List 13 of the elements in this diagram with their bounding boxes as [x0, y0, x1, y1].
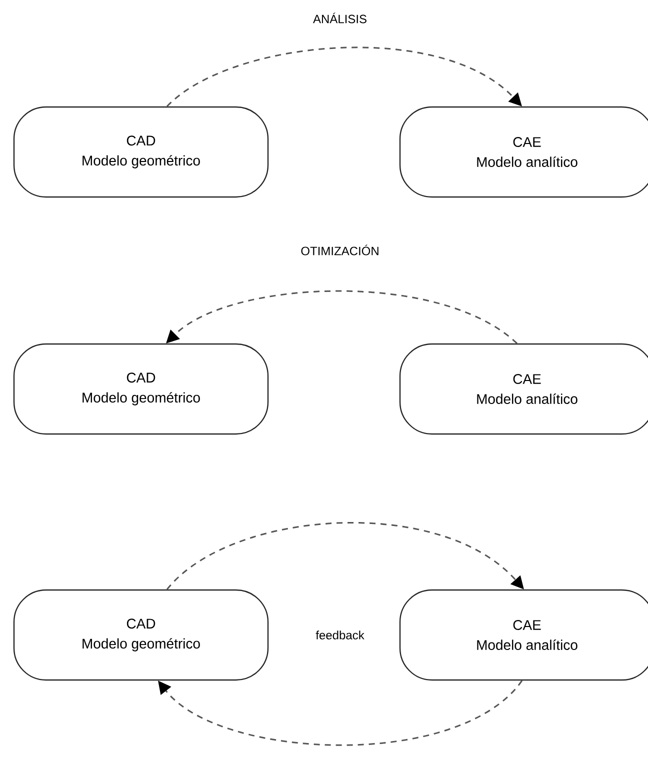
- process-box: CAD Modelo geométrico: [13, 589, 269, 681]
- process-box: CAD Modelo geométrico: [13, 106, 269, 198]
- process-box: CAD Modelo geométrico: [13, 343, 269, 435]
- text-label: feedback: [316, 630, 364, 640]
- edge-label: OTIMIZACIÓN: [300, 244, 380, 256]
- process-box: CAE Modelo analítico: [399, 589, 648, 681]
- edge-label: ANÁLISIS: [312, 12, 368, 24]
- process-box: CAE Modelo analítico: [399, 343, 648, 435]
- arrow: [166, 290, 518, 344]
- process-box: CAE Modelo analítico: [399, 106, 648, 198]
- arrow: [166, 46, 522, 107]
- arrow: [158, 680, 523, 746]
- arrow: [166, 522, 524, 590]
